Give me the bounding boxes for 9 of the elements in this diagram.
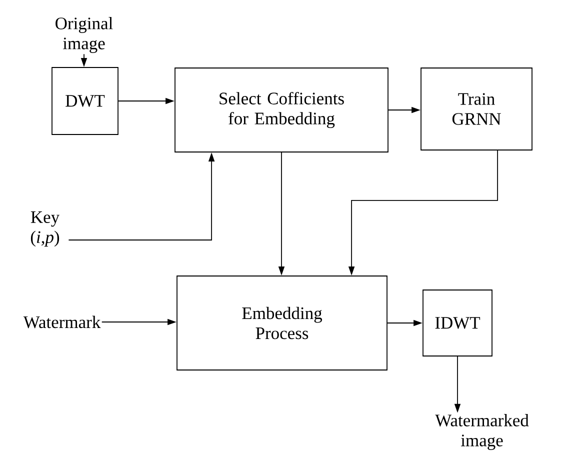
process-box: DWT [52, 67, 118, 135]
process-box: IDWT [422, 290, 492, 356]
process-box: Select Cofficients for Embedding [174, 68, 388, 152]
process-box: Train GRNN [420, 68, 532, 150]
text-label: Watermarked image [435, 414, 529, 450]
text-label: Watermark [23, 316, 101, 328]
text-label: Original image [56, 17, 113, 53]
text-label: Key (i,p) [30, 211, 60, 247]
process-box: Embedding Process [176, 276, 388, 370]
